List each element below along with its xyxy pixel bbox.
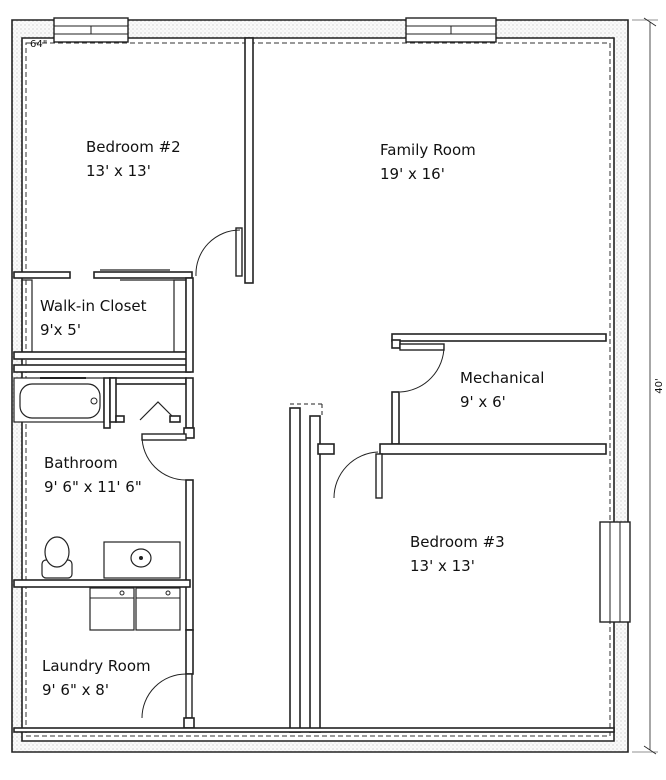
door-bedroom3	[317, 443, 383, 499]
dimension-top-left: 64"	[30, 39, 47, 50]
room-size-bedroom3: 13' x 13'	[410, 557, 475, 575]
window-right	[599, 521, 631, 623]
room-size-laundry: 9' 6" x 8'	[42, 681, 109, 699]
washer-dryer	[89, 587, 181, 631]
door-bedroom2	[195, 227, 243, 277]
room-name-family: Family Room	[380, 141, 476, 159]
room-name-bedroom3: Bedroom #3	[410, 533, 505, 551]
room-size-bathroom: 9' 6" x 11' 6"	[44, 478, 142, 496]
room-name-bedroom2: Bedroom #2	[86, 138, 181, 156]
room-size-closet: 9'x 5'	[40, 321, 81, 339]
wall-bottom-inner	[13, 727, 615, 733]
wall-mechanical	[379, 333, 607, 455]
window-top-left	[53, 17, 129, 43]
vanity-sink	[103, 541, 181, 579]
closet-shelf	[21, 279, 33, 353]
dimension-right: 40'	[654, 378, 665, 393]
room-name-laundry: Laundry Room	[42, 657, 151, 675]
window-top-right	[405, 17, 497, 43]
room-name-closet: Walk-in Closet	[40, 297, 147, 315]
closet-shelf-right	[173, 279, 187, 353]
door-bathroom	[141, 433, 187, 481]
door-laundry	[141, 629, 195, 729]
door-mechanical	[399, 343, 445, 393]
wall-closet-right	[185, 277, 194, 373]
toilet	[41, 536, 73, 579]
wall-closet-top	[13, 269, 193, 281]
room-size-mechanical: 9' x 6'	[460, 393, 506, 411]
room-size-family: 19' x 16'	[380, 165, 445, 183]
room-name-bathroom: Bathroom	[44, 454, 118, 472]
wall-tub-end	[103, 377, 111, 429]
room-name-mechanical: Mechanical	[460, 369, 544, 387]
room-size-bedroom2: 13' x 13'	[86, 162, 151, 180]
bathtub	[13, 377, 105, 423]
wall-bathroom-laundry	[13, 579, 191, 588]
shower-cabinet	[109, 377, 187, 423]
wall-closet-bathroom	[13, 351, 191, 373]
wall-bedroom2-family	[244, 37, 254, 284]
dimension-line-right	[632, 17, 658, 755]
wall-bathroom-right	[183, 377, 195, 631]
